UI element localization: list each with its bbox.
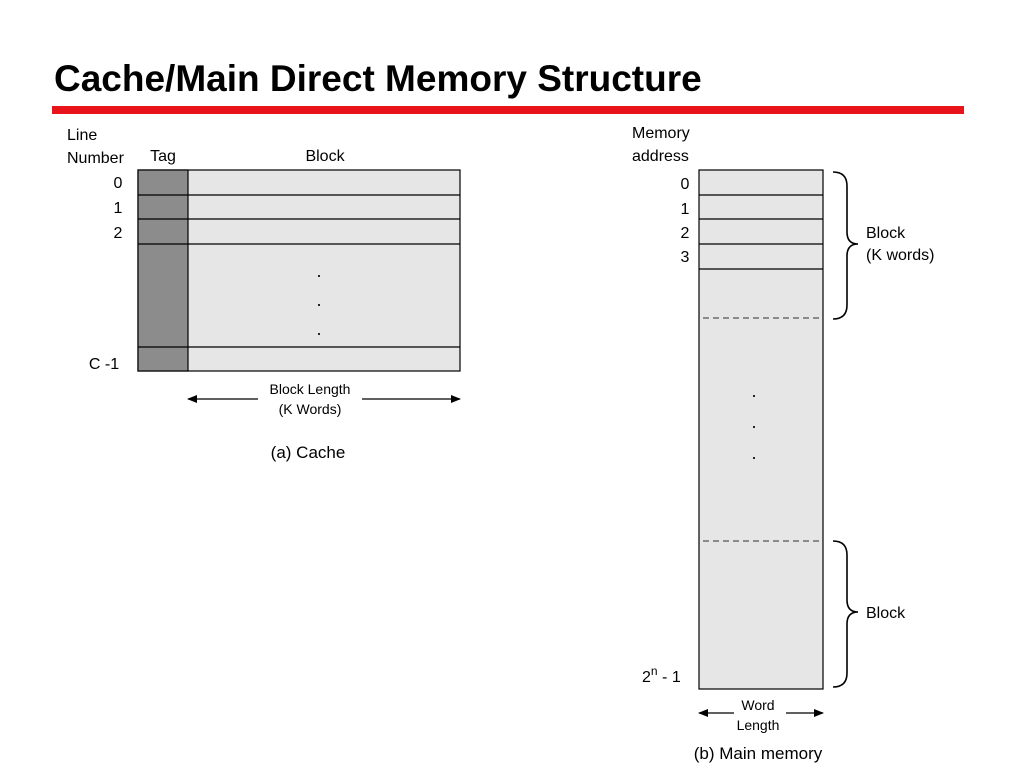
memory-address: 0 — [681, 176, 690, 193]
cache-table — [137, 169, 461, 372]
memory-address: 2 — [681, 225, 690, 242]
cache-line-number: 2 — [114, 225, 123, 242]
memory-last-address: 2n - 1 — [642, 664, 681, 686]
slide-title: Cache/Main Direct Memory Structure — [54, 58, 702, 99]
title-underline — [52, 106, 964, 114]
block-brace-bottom — [832, 540, 859, 688]
cache-header-tag: Tag — [150, 148, 176, 165]
memory-column — [698, 169, 824, 690]
block-length-label: Block Length — [270, 381, 351, 397]
cache-ellipsis-dot: . — [316, 319, 321, 339]
cache-ellipsis-dot: . — [316, 290, 321, 310]
block-length-unit: (K Words) — [279, 401, 342, 417]
memory-address: 1 — [681, 201, 690, 218]
cache-diagram: Line Number Tag Block 0 1 2 C -1 . . . B… — [67, 127, 461, 462]
memory-caption: (b) Main memory — [694, 744, 823, 763]
brace-bottom-label: Block — [866, 605, 906, 622]
cache-header-number: Number — [67, 150, 125, 167]
memory-header-line2: address — [632, 148, 689, 165]
word-length-label-2: Length — [737, 717, 780, 733]
cache-ellipsis-dot: . — [316, 261, 321, 281]
cache-header-block: Block — [305, 148, 345, 165]
memory-header-line1: Memory — [632, 125, 690, 142]
cache-line-number: 0 — [114, 175, 123, 192]
brace-top-label: Block — [866, 225, 906, 242]
cache-last-line-number: C -1 — [89, 356, 119, 373]
block-brace-top — [832, 171, 859, 320]
main-memory-diagram: Memory address 0 1 2 3 . . . 2n - 1 Bloc… — [632, 125, 934, 763]
cache-header-line: Line — [67, 127, 97, 144]
cache-caption: (a) Cache — [271, 443, 346, 462]
brace-top-sublabel: (K words) — [866, 247, 934, 264]
memory-ellipsis-dot: . — [751, 443, 756, 463]
cache-tag-column — [137, 169, 189, 372]
memory-ellipsis-dot: . — [751, 381, 756, 401]
memory-ellipsis-dot: . — [751, 412, 756, 432]
word-length-label: Word — [741, 697, 774, 713]
memory-address: 3 — [681, 249, 690, 266]
cache-line-number: 1 — [114, 200, 123, 217]
